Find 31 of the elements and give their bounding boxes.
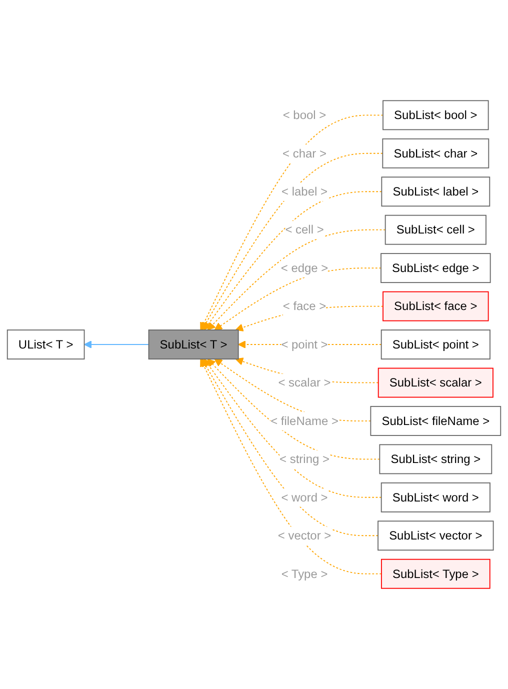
edge-label: < string > xyxy=(280,452,330,466)
node-box: SubList< cell > xyxy=(384,214,486,245)
edge-label: < edge > xyxy=(280,260,328,275)
node-box: SubList< label > xyxy=(381,176,490,207)
arrow xyxy=(84,340,150,349)
arrow xyxy=(214,358,372,422)
arrow xyxy=(214,268,382,330)
node-box: SubList< Type > xyxy=(380,558,490,589)
edge-label: < scalar > xyxy=(278,376,331,390)
edge-label: < vector > xyxy=(278,528,332,542)
node-box: SubList< point > xyxy=(380,330,490,360)
node-box: SubList< face > xyxy=(382,291,489,322)
node-box: SubList< string > xyxy=(379,444,492,474)
edge-label: < char > xyxy=(282,146,326,160)
node-box: SubList< bool > xyxy=(382,100,489,130)
edge-label: < face > xyxy=(282,299,326,313)
node-box: SubList< char > xyxy=(382,138,490,168)
edge-label: < fileName > xyxy=(270,414,338,428)
node-box: SubList< vector > xyxy=(378,520,494,551)
node-box: SubList< scalar > xyxy=(378,368,494,398)
edge-label: < Type > xyxy=(281,566,328,581)
node-box: SubList< word > xyxy=(380,482,490,512)
edge-label: < cell > xyxy=(285,222,324,237)
node-box: SubList< edge > xyxy=(380,253,491,284)
node-box: SubList< T > xyxy=(148,330,239,360)
edge-label: < point > xyxy=(281,337,328,352)
edge-label: < word > xyxy=(281,490,328,504)
node-box: UList< T > xyxy=(6,330,85,360)
edge-label: < label > xyxy=(282,184,328,198)
edge-label: < bool > xyxy=(282,108,326,122)
node-box: SubList< fileName > xyxy=(370,406,502,436)
